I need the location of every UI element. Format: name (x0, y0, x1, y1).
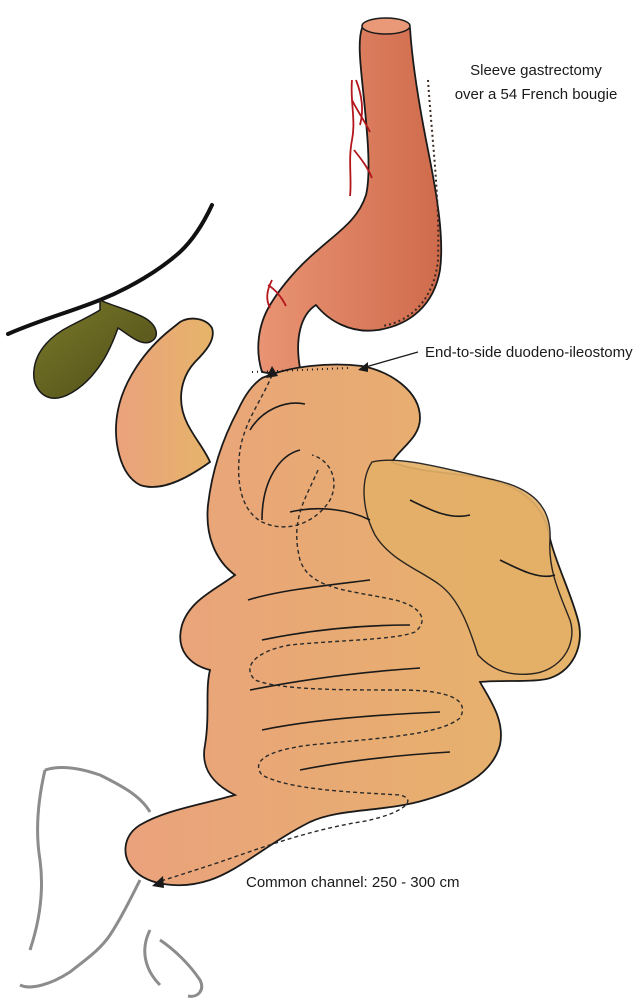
label-sleeve-line1: Sleeve gastrectomy (470, 62, 602, 79)
label-common-channel: Common channel: 250 - 300 cm (246, 874, 459, 891)
stomach-sleeve (258, 22, 441, 373)
duodenal-stump (116, 319, 213, 487)
stomach-opening (362, 18, 410, 34)
label-sleeve-line2: over a 54 French bougie (455, 86, 618, 103)
label-anastomosis: End-to-side duodeno-ileostomy (425, 344, 633, 361)
anastomosis-leader (362, 352, 418, 368)
